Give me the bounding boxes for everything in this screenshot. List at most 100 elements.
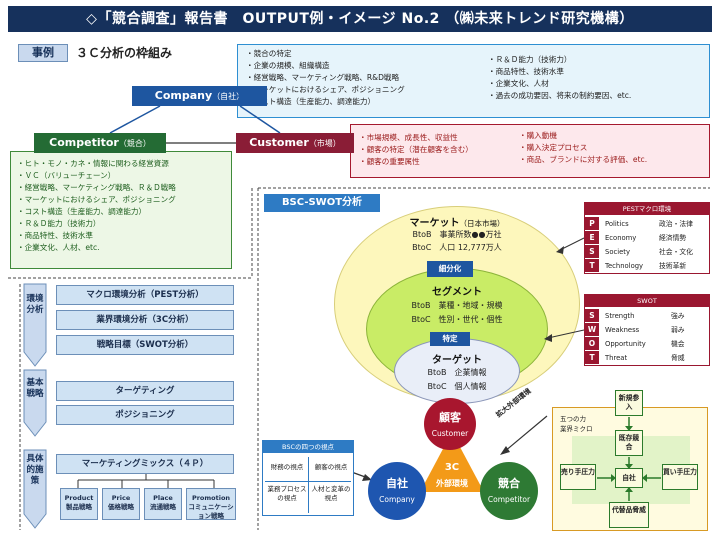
list-item: マーケットにおけるシェア、ポジショニング [17, 194, 231, 206]
customer-label-sub: （市場） [308, 139, 341, 148]
pest-step: マクロ環境分析（PEST分析） [56, 285, 234, 305]
competitor-label-text: Competitor [49, 136, 119, 149]
p4-ja: 価格戦略 [108, 503, 134, 511]
list-item: コスト構造（生産能力、調達能力） [17, 206, 231, 218]
swot-en: Weakness [605, 326, 640, 334]
swot-title: SWOT [585, 295, 709, 307]
pest-row: S Society 社会・文化 [585, 245, 709, 259]
header-title: ◇「競合調査」報告書 OUTPUT例・イメージ No.2 （㈱未来トレンド研究機… [8, 6, 712, 32]
company-box: 競合の特定 企業の規模、組織構造 経営戦略、マーケティング戦略、R&D戦略 マー… [237, 44, 710, 118]
p4-ja: 製品戦略 [66, 503, 92, 511]
five-forces-subtitle: 業界ミクロ [560, 425, 593, 433]
segmentation-arrow: 細分化 [427, 261, 473, 277]
pest-row: T Technology 技術革新 [585, 259, 709, 273]
list-item: 顧客の重要属性 [359, 156, 529, 168]
flow-arrows [23, 283, 47, 529]
five-forces-title: 五つの力 [560, 415, 586, 423]
list-item: 購入動機 [519, 130, 709, 142]
customer-box: 市場規模、成長性、収益性 顧客の特定（潜在顧客を含む） 顧客の重要属性 購入動機… [350, 124, 710, 178]
segment-btoc: BtoC 性別・世代・個性 [411, 315, 503, 324]
swot-row: W Weakness 弱み [585, 323, 709, 337]
customer-label-text: Customer [249, 136, 309, 149]
competitor-box: ヒト・モノ・カネ・情報に関わる経営資源 ＶＣ（バリューチェーン） 経営戦略、マー… [10, 151, 232, 269]
customer-label: Customer（市場） [236, 133, 354, 153]
pest-en: Technology [605, 262, 644, 270]
company-label-text: Company [154, 89, 213, 102]
basic-strategy-label: 基本戦略 [26, 378, 44, 399]
list-item: 企業の規模、組織構造 [246, 60, 466, 72]
p4-ja: 流通戦略 [150, 503, 176, 511]
pest-row: P Politics 政治・法律 [585, 217, 709, 231]
company-label-sub: （自社） [212, 92, 245, 101]
swot-ja: 弱み [671, 326, 685, 334]
bsc4-divider-v [308, 457, 309, 513]
bsc4-divider-h [265, 481, 351, 482]
marketing-mix-step: マーケティングミックス（４Ｐ） [56, 454, 234, 474]
p4-en: Product [64, 494, 94, 502]
company-list-right: Ｒ＆Ｄ能力（技術力） 商品特性、技術水準 企業文化、人材 過去の成功要因、将来の… [488, 54, 708, 102]
pest-ja: 政治・法律 [659, 220, 693, 228]
force-buyer: 買い手圧力 [662, 464, 698, 490]
force-substitute: 代替品脅威 [609, 502, 649, 528]
list-item: 経営戦略、マーケティング戦略、Ｒ＆Ｄ戦略 [17, 182, 231, 194]
concrete-measures-label: 具体的施策 [26, 454, 44, 486]
list-item: 企業文化、人材、etc. [17, 242, 231, 254]
swot-en: Opportunity [605, 340, 646, 348]
list-item: コスト構造（生産能力、調達能力） [246, 96, 466, 108]
3c-step: 業界環境分析（3C分析） [56, 310, 234, 330]
pest-en: Politics [605, 220, 629, 228]
pest-en: Economy [605, 234, 637, 242]
pest-ja: 技術革新 [659, 262, 687, 270]
list-item: 競合の特定 [246, 48, 466, 60]
customer-list-left: 市場規模、成長性、収益性 顧客の特定（潜在顧客を含む） 顧客の重要属性 [359, 132, 529, 168]
swot-letter: W [585, 323, 599, 336]
company-label: Company（自社） [132, 86, 267, 106]
swot-ja: 脅威 [671, 354, 685, 362]
pest-letter: S [585, 245, 599, 258]
list-item: Ｒ＆Ｄ能力（技術力） [17, 218, 231, 230]
pest-letter: T [585, 259, 599, 272]
list-item: ヒト・モノ・カネ・情報に関わる経営資源 [17, 158, 231, 170]
pest-en: Society [605, 248, 630, 256]
bsc4-cell: 業務プロセスの視点 [267, 485, 307, 502]
market-title-sub: （日本市場） [459, 219, 505, 228]
target-title: ターゲット [432, 355, 482, 366]
competitor-label: Competitor（競合） [34, 133, 166, 153]
market-btob: BtoB 事業所数●●万社 [412, 230, 502, 239]
company-circle [368, 462, 426, 520]
list-item: マーケットにおけるシェア、ポジショニング [246, 84, 466, 96]
bsc4-box: BSCの四つの視点 財務の視点 顧客の視点 業務プロセスの視点 人材と変革の視点 [262, 440, 354, 516]
pest-letter: P [585, 217, 599, 230]
list-item: 商品特性、技術水準 [17, 230, 231, 242]
competitor-label-sub: （競合） [118, 139, 151, 148]
company-circle-en: Company [379, 495, 415, 504]
positioning-step: ポジショニング [56, 405, 234, 425]
targeting-step: ターゲティング [56, 381, 234, 401]
bsc4-cell: 顧客の視点 [314, 463, 348, 471]
swot-step: 戦略目標（SWOT分析） [56, 335, 234, 355]
customer-circle-en: Customer [431, 429, 469, 438]
pest-ja: 経済情勢 [659, 234, 687, 242]
market-btoc: BtoC 人口 12,777万人 [412, 243, 502, 252]
connector-lines [109, 95, 281, 144]
competitor-circle [480, 462, 538, 520]
customer-circle [424, 398, 476, 450]
force-new-entry: 新規参入 [615, 390, 643, 416]
center-3c: 3C [444, 462, 460, 473]
competitor-list: ヒト・モノ・カネ・情報に関わる経営資源 ＶＣ（バリューチェーン） 経営戦略、マー… [17, 158, 231, 254]
pest-ja: 社会・文化 [659, 248, 693, 256]
swot-ja: 機会 [671, 340, 685, 348]
identify-arrow: 特定 [430, 332, 470, 346]
p4-ja: コミュニケーション戦略 [188, 503, 234, 520]
swot-en: Threat [605, 354, 628, 362]
